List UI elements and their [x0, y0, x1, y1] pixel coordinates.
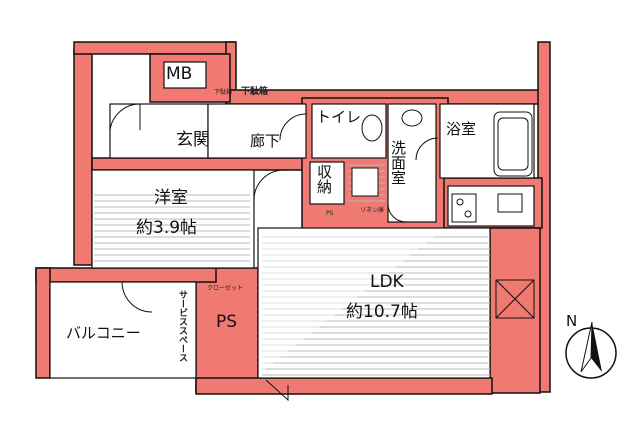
toilet-icon [361, 114, 383, 142]
hallway-label: 廊下 [250, 132, 281, 150]
washroom-label: 洗面室 [389, 140, 407, 185]
balcony-label: バルコニー [66, 324, 141, 342]
fixtures [351, 109, 535, 319]
service-space-label: サービススペース [177, 290, 187, 362]
ps-label: PS [216, 312, 238, 332]
western-room-size: 約3.9帖 [136, 218, 198, 238]
hallway-area [207, 103, 307, 159]
ldk-size: 約10.7帖 [346, 302, 418, 322]
storage-area [309, 161, 345, 205]
mb-room [163, 61, 207, 89]
shoe-box-label-2: 下駄箱 [241, 87, 269, 97]
shoe-box-label-1: 下駄箱 [214, 89, 233, 96]
compass-icon [565, 321, 617, 379]
balcony-area [49, 281, 197, 379]
sink-icon [497, 193, 523, 213]
linen-label: リネン庫 [360, 207, 385, 214]
toilet-label: トイレ [316, 108, 362, 126]
hatched-floor [94, 160, 490, 376]
western-room-label: 洋室 [154, 188, 188, 208]
washer-icon [351, 167, 379, 197]
storage-label: 収納 [315, 164, 333, 194]
entrance-label: 玄関 [176, 130, 210, 150]
ldk-label: LDK [370, 272, 404, 292]
entrance-area [109, 103, 209, 159]
mb-label: MB [166, 64, 193, 84]
closet-label: クローゼット [207, 285, 244, 292]
stove-icon [451, 193, 477, 223]
wall-mass [35, 41, 551, 395]
washbasin-icon [401, 109, 423, 127]
fridge-space [495, 279, 535, 319]
ps-small-label: PS [326, 210, 334, 217]
compass-n-label: N [566, 312, 578, 330]
bathroom-label: 浴室 [446, 120, 477, 138]
door-swings [109, 103, 439, 402]
